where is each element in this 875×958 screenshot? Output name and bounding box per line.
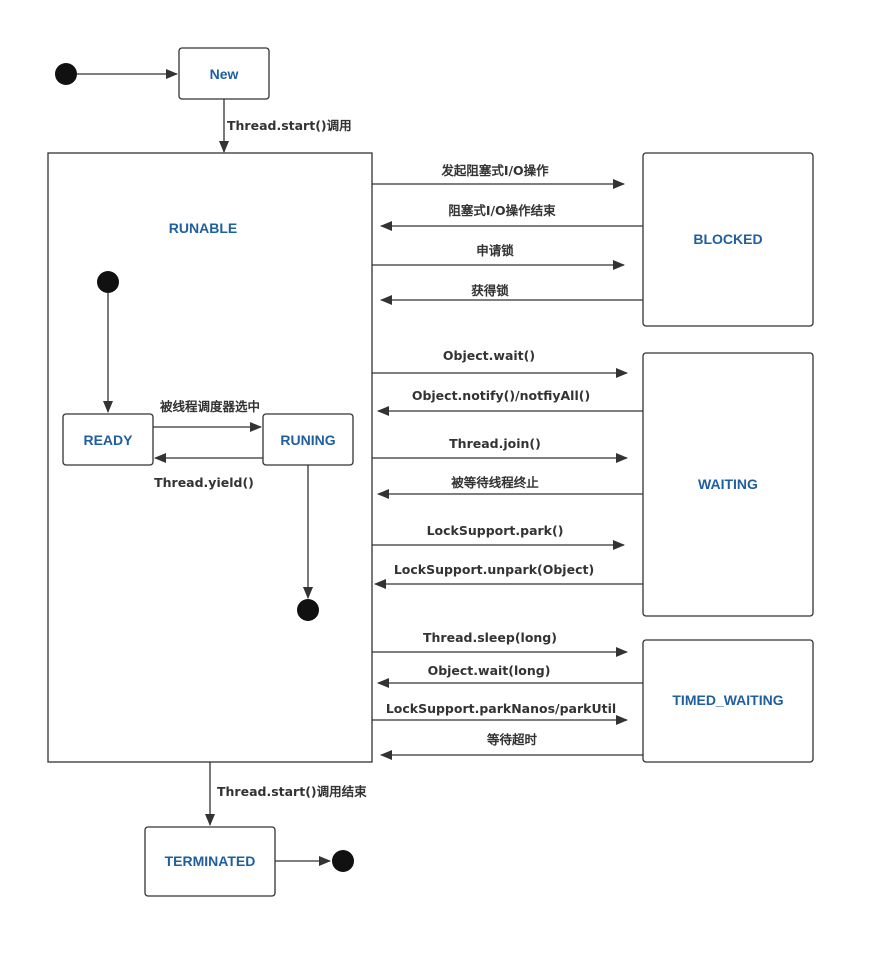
label-selected-by-scheduler: 被线程调度器选中 xyxy=(160,399,260,414)
state-blocked-label: BLOCKED xyxy=(693,231,762,247)
state-ready: READY xyxy=(62,413,154,466)
label-timeout: 等待超时 xyxy=(486,732,538,747)
label-blocking-io-start: 发起阻塞式I/O操作 xyxy=(440,163,549,178)
state-ready-box xyxy=(62,413,154,466)
state-timed-waiting: TIMED_WAITING xyxy=(642,639,814,763)
state-runable-label: RUNABLE xyxy=(169,220,237,236)
label-start: Thread.start()调用 xyxy=(227,118,352,133)
label-object-wait-timed: Object.wait(long) xyxy=(428,663,551,678)
label-lock-unpark: LockSupport.unpark(Object) xyxy=(394,562,594,577)
state-waiting-label: WAITING xyxy=(698,476,758,492)
state-timed-waiting-box xyxy=(642,639,814,763)
final-pseudo-state xyxy=(332,850,354,872)
state-blocked-box xyxy=(642,152,814,327)
initial-pseudo-state xyxy=(55,63,77,85)
label-lock-park: LockSupport.park() xyxy=(427,523,564,538)
state-new: New xyxy=(178,47,270,100)
state-ready-label: READY xyxy=(83,432,133,448)
label-acquire-lock: 获得锁 xyxy=(471,283,509,298)
label-object-notify: Object.notify()/notfiyAll() xyxy=(412,388,590,403)
state-terminated: TERMINATED xyxy=(144,826,276,897)
state-waiting: WAITING xyxy=(642,352,814,617)
label-thread-sleep: Thread.sleep(long) xyxy=(423,630,557,645)
state-new-label: New xyxy=(210,66,239,82)
runable-final-pseudo-state xyxy=(297,599,319,621)
state-runing: RUNING xyxy=(262,413,354,466)
state-terminated-label: TERMINATED xyxy=(165,853,256,869)
state-timed-waiting-label: TIMED_WAITING xyxy=(672,692,783,708)
label-blocking-io-end: 阻塞式I/O操作结束 xyxy=(448,203,556,218)
label-thread-join: Thread.join() xyxy=(449,436,541,451)
runable-initial-pseudo-state xyxy=(97,271,119,293)
state-runing-label: RUNING xyxy=(280,432,335,448)
label-joined-thread-ends: 被等待线程终止 xyxy=(451,475,539,490)
state-waiting-box xyxy=(642,352,814,617)
label-start-end: Thread.start()调用结束 xyxy=(217,784,367,799)
label-object-wait: Object.wait() xyxy=(443,348,535,363)
label-request-lock: 申请锁 xyxy=(476,243,514,258)
state-blocked: BLOCKED xyxy=(642,152,814,327)
label-park-nanos: LockSupport.parkNanos/parkUtil xyxy=(386,701,616,716)
label-yield: Thread.yield() xyxy=(154,475,254,490)
